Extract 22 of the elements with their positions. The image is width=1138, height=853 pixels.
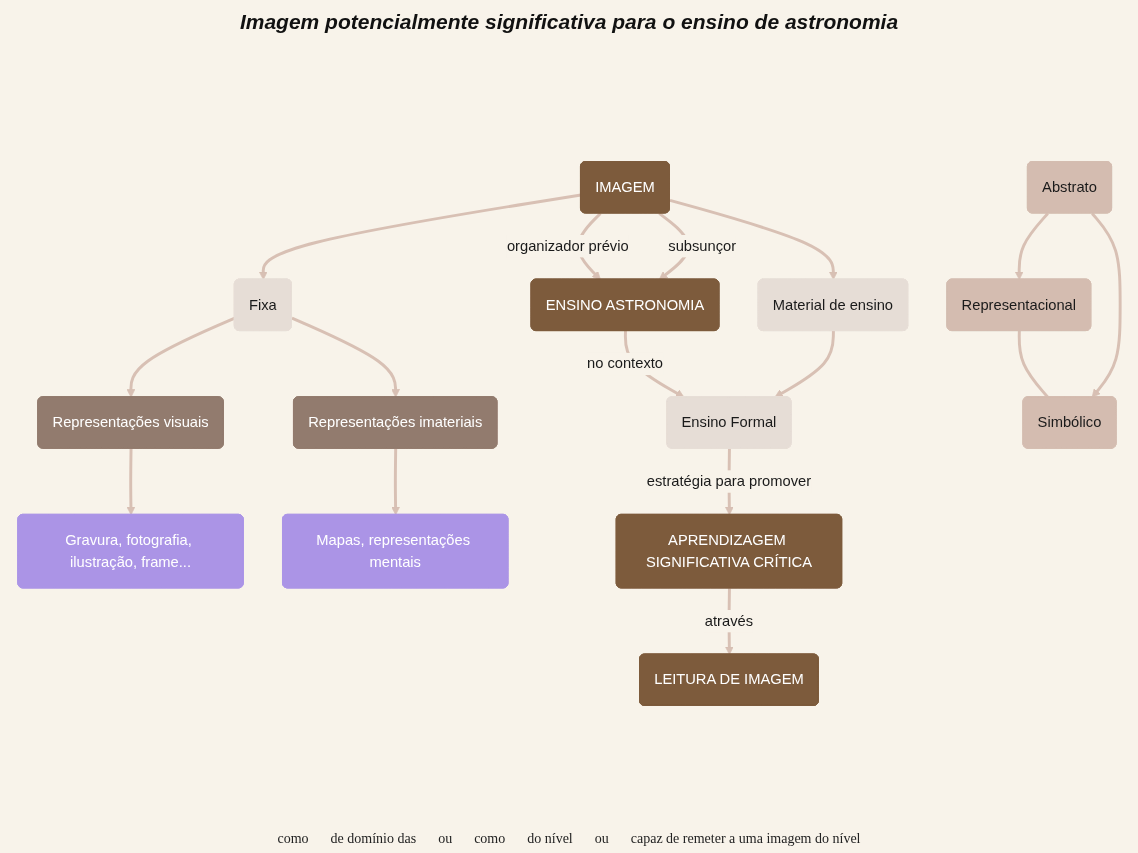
diagram-title: Imagem potencialmente significativa para o ensino de astronomia bbox=[239, 10, 899, 34]
arrow bbox=[291, 316, 400, 398]
edge-label: através bbox=[704, 611, 754, 629]
arrow bbox=[1014, 212, 1049, 280]
edge-label: no contexto bbox=[586, 354, 664, 372]
arrow bbox=[669, 198, 838, 280]
note-text: de domínio das bbox=[330, 831, 417, 847]
note-text: capaz de remeter a uma imagem do nível bbox=[630, 831, 861, 847]
edge-label: estratégia para promover bbox=[646, 472, 812, 489]
arrow bbox=[126, 316, 236, 398]
arrow bbox=[126, 448, 136, 516]
arrow bbox=[391, 448, 400, 516]
arrow bbox=[1091, 212, 1122, 398]
edge-label: subsunçor bbox=[668, 236, 737, 254]
note-text: ou bbox=[594, 831, 609, 847]
arrow bbox=[258, 193, 582, 280]
arrow bbox=[774, 331, 835, 398]
edge-label: organizador prévio bbox=[506, 236, 629, 254]
note-text: ou bbox=[438, 831, 453, 847]
note-text: como bbox=[474, 831, 506, 847]
note-text: como bbox=[277, 831, 309, 847]
note-text: do nível bbox=[527, 831, 573, 847]
